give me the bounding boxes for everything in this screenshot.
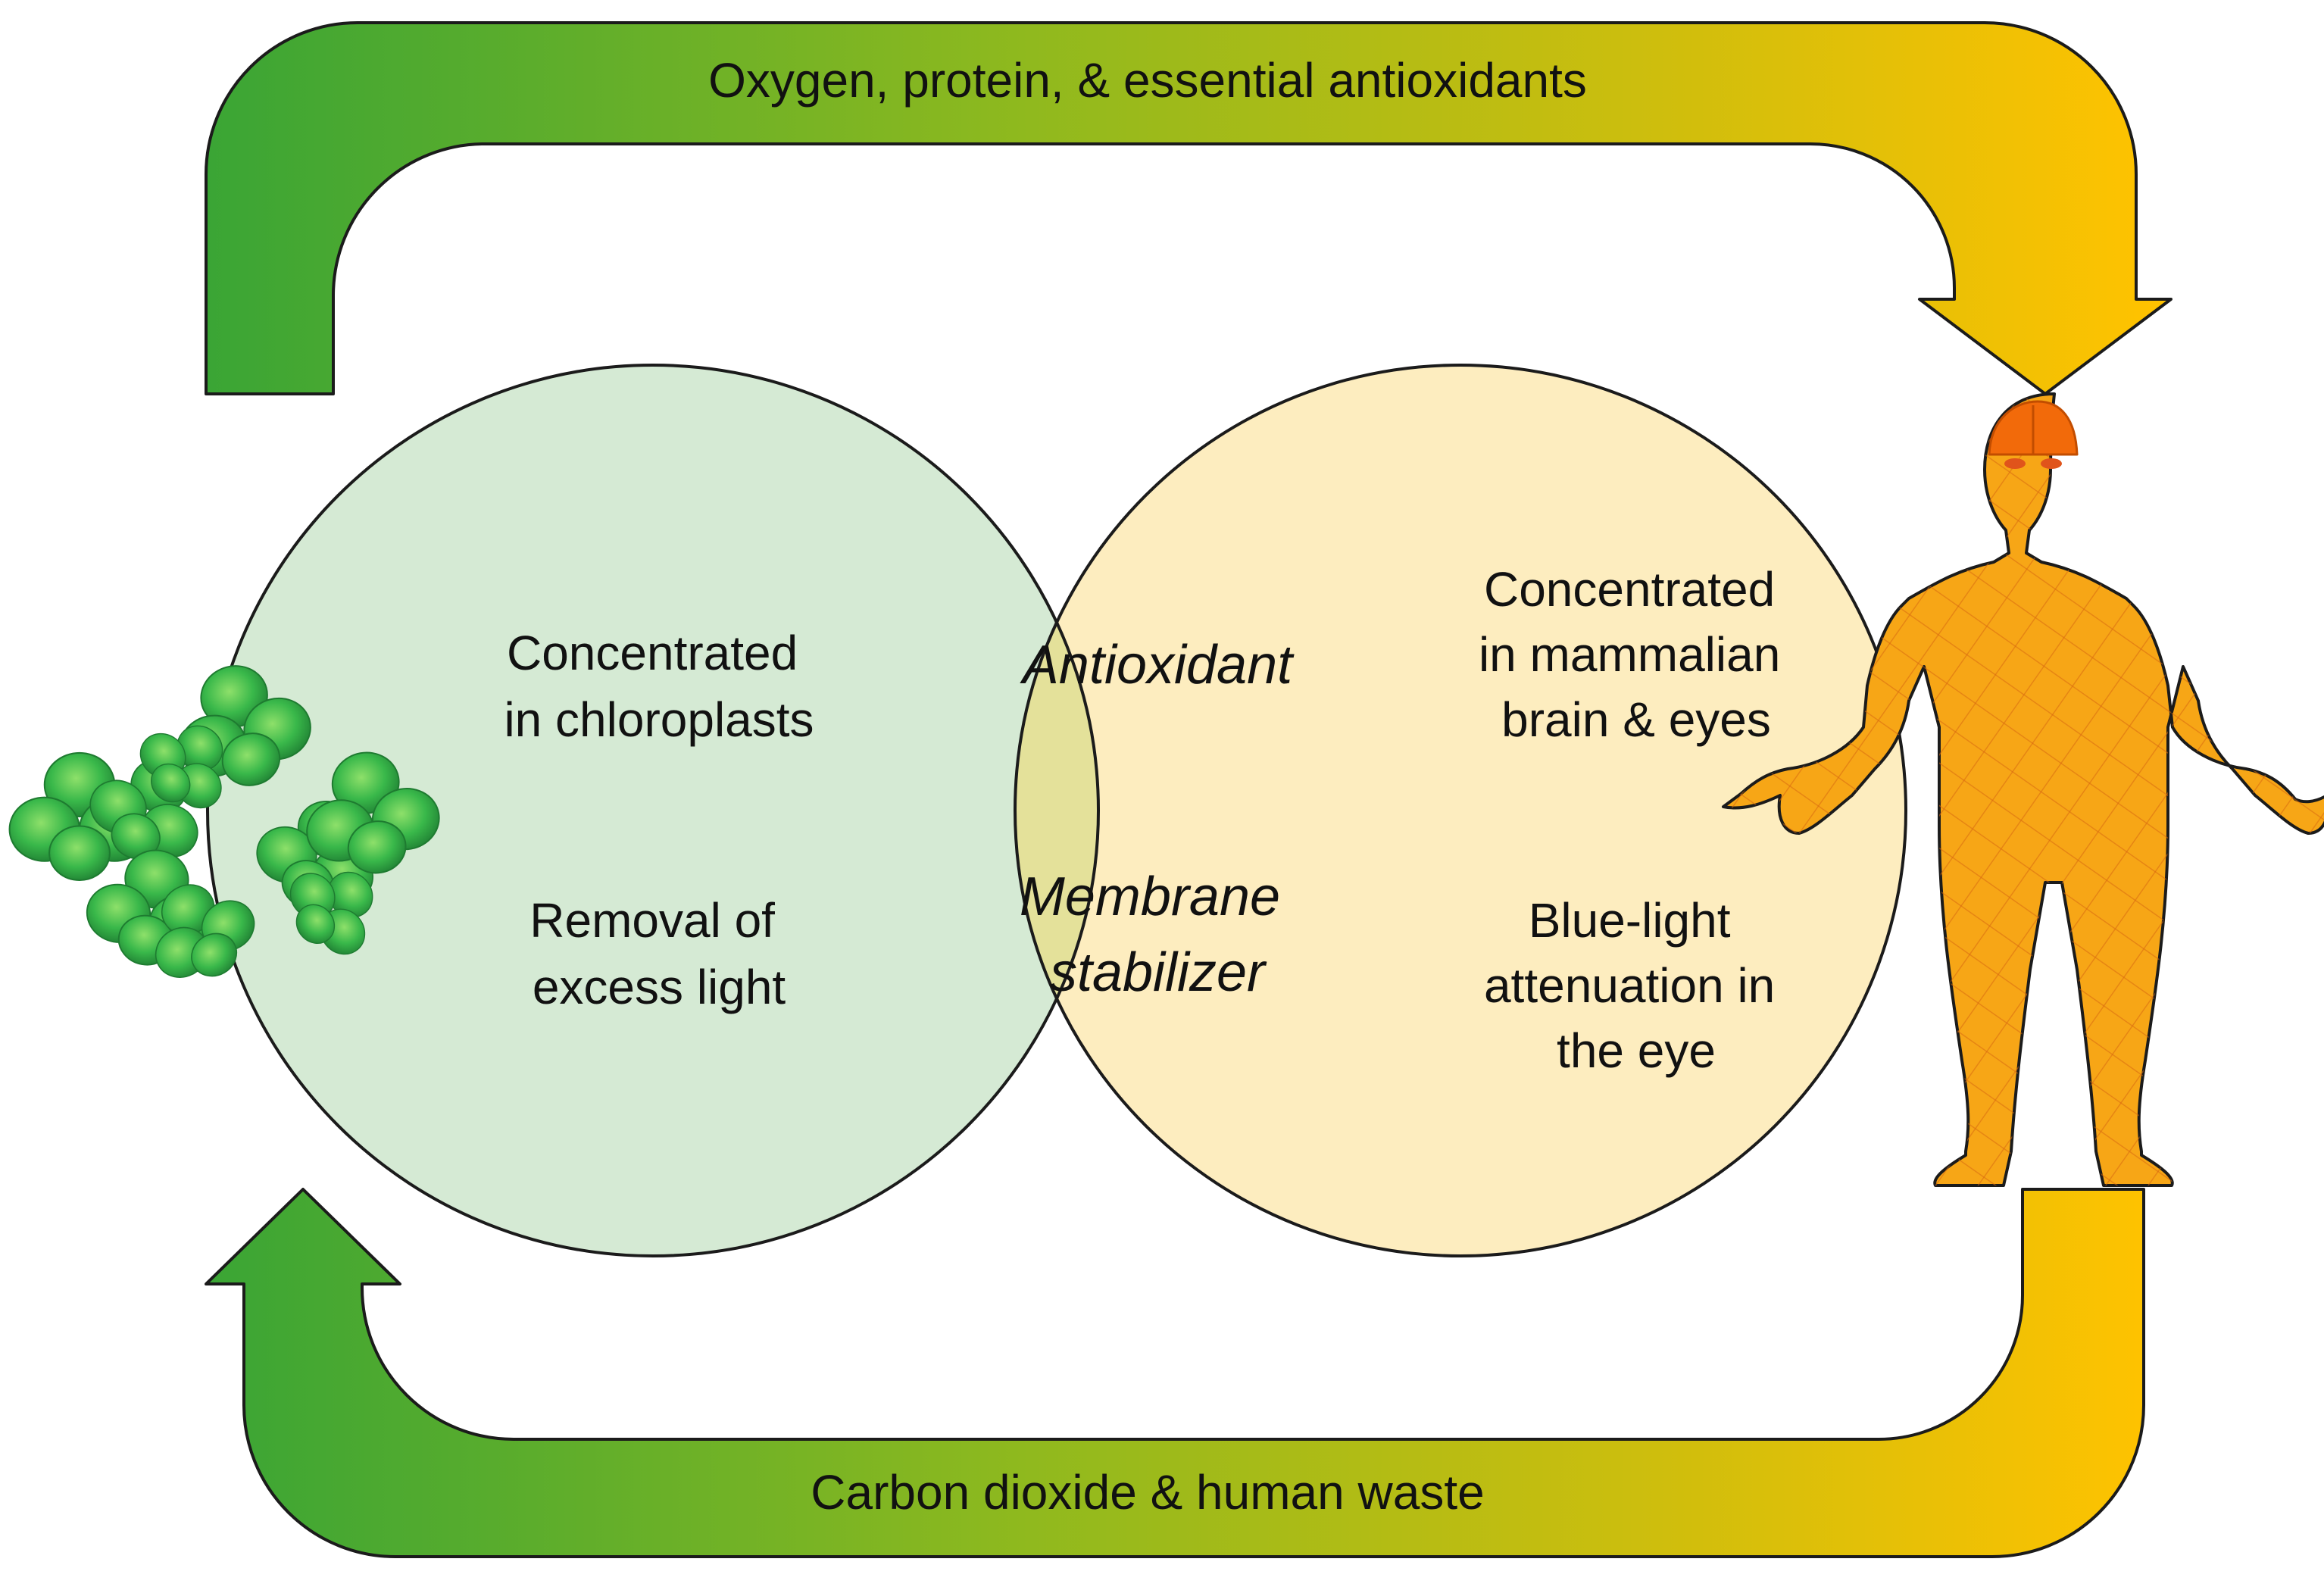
right-circle-function-text: Blue-light attenuation in the eye <box>1484 893 1788 1078</box>
overlap-text-2: Membrane stabilizer <box>1020 867 1295 1003</box>
bottom-flow-arrow <box>205 1188 2145 1558</box>
right-circle-function-line: the eye <box>1557 1023 1716 1078</box>
left-eye-icon <box>2004 458 2026 469</box>
left-circle-location-line: in chloroplasts <box>504 692 814 747</box>
right-circle-location-line: in mammalian <box>1479 627 1780 682</box>
left-circle-location-line: Concentrated <box>507 626 798 680</box>
human-body-icon <box>1722 392 2324 1187</box>
right-circle-outline <box>1014 364 1907 1257</box>
right-circle-function-line: Blue-light <box>1529 893 1731 948</box>
left-circle-function-text: Removal of excess light <box>529 893 788 1014</box>
overlap-line: stabilizer <box>1050 942 1267 1003</box>
overlap-line: Membrane <box>1020 867 1280 927</box>
bottom-flow-label: Carbon dioxide & human waste <box>811 1465 1484 1520</box>
top-flow-label: Oxygen, protein, & essential antioxidant… <box>708 53 1587 108</box>
right-circle-location-text: Concentrated in mammalian brain & eyes <box>1479 562 1794 747</box>
overlap-line: Antioxidant <box>1020 635 1295 695</box>
human-body-texture <box>1723 394 2324 1185</box>
right-eye-icon <box>2041 458 2062 469</box>
right-circle-function-line: attenuation in <box>1484 958 1775 1013</box>
overlap-text-1: Antioxidant <box>1020 635 1295 695</box>
left-circle-outline <box>206 364 1100 1257</box>
left-circle <box>208 365 1098 1256</box>
right-circle-location-line: brain & eyes <box>1501 692 1771 747</box>
left-circle-location-text: Concentrated in chloroplasts <box>504 626 814 747</box>
right-circle <box>1015 365 1906 1256</box>
left-circle-function-line: excess light <box>533 960 786 1014</box>
right-circle-location-line: Concentrated <box>1484 562 1775 617</box>
left-circle-function-line: Removal of <box>529 893 775 948</box>
